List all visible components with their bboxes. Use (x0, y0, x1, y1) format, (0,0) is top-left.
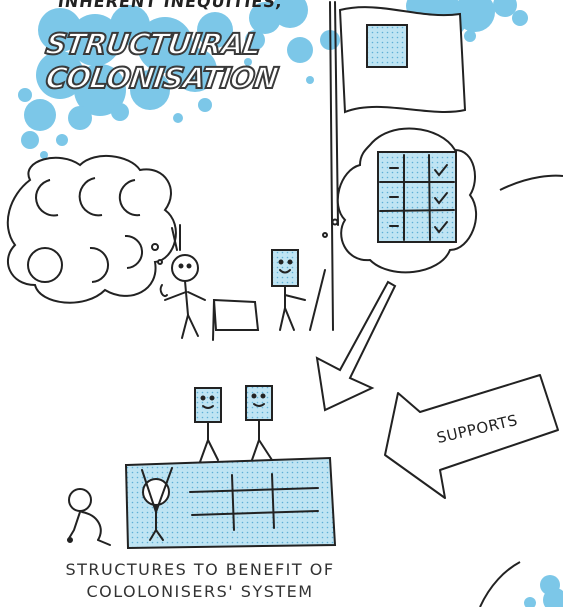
caption-line-1: STRUCTURES TO BENEFIT OF (65, 560, 335, 579)
page-title-line-2: COLONISATION (43, 60, 281, 96)
robot-pair (194, 385, 273, 463)
paint-splotches-left (18, 5, 233, 159)
moon-phase-thought (6, 154, 177, 304)
caption-line-2: COLOLONISERS' SYSTEM (86, 582, 314, 601)
partial-heading: INHERENT INEQUITIES, (56, 0, 285, 11)
grid-thought (322, 127, 478, 274)
arrow-down (315, 280, 397, 412)
crouching-figure (67, 488, 111, 546)
partial-arc (499, 174, 563, 191)
flag-icon (329, 1, 467, 331)
stick-figure (159, 224, 260, 341)
partial-arc-bottom (479, 561, 521, 607)
arrow-left (384, 374, 559, 499)
structure-platform (124, 456, 337, 550)
robot-figure (271, 249, 326, 331)
paint-splotches-bottom (524, 575, 563, 607)
trapped-figure (141, 467, 173, 541)
page-title-line-1: STRUCTUIRAL (43, 26, 264, 62)
